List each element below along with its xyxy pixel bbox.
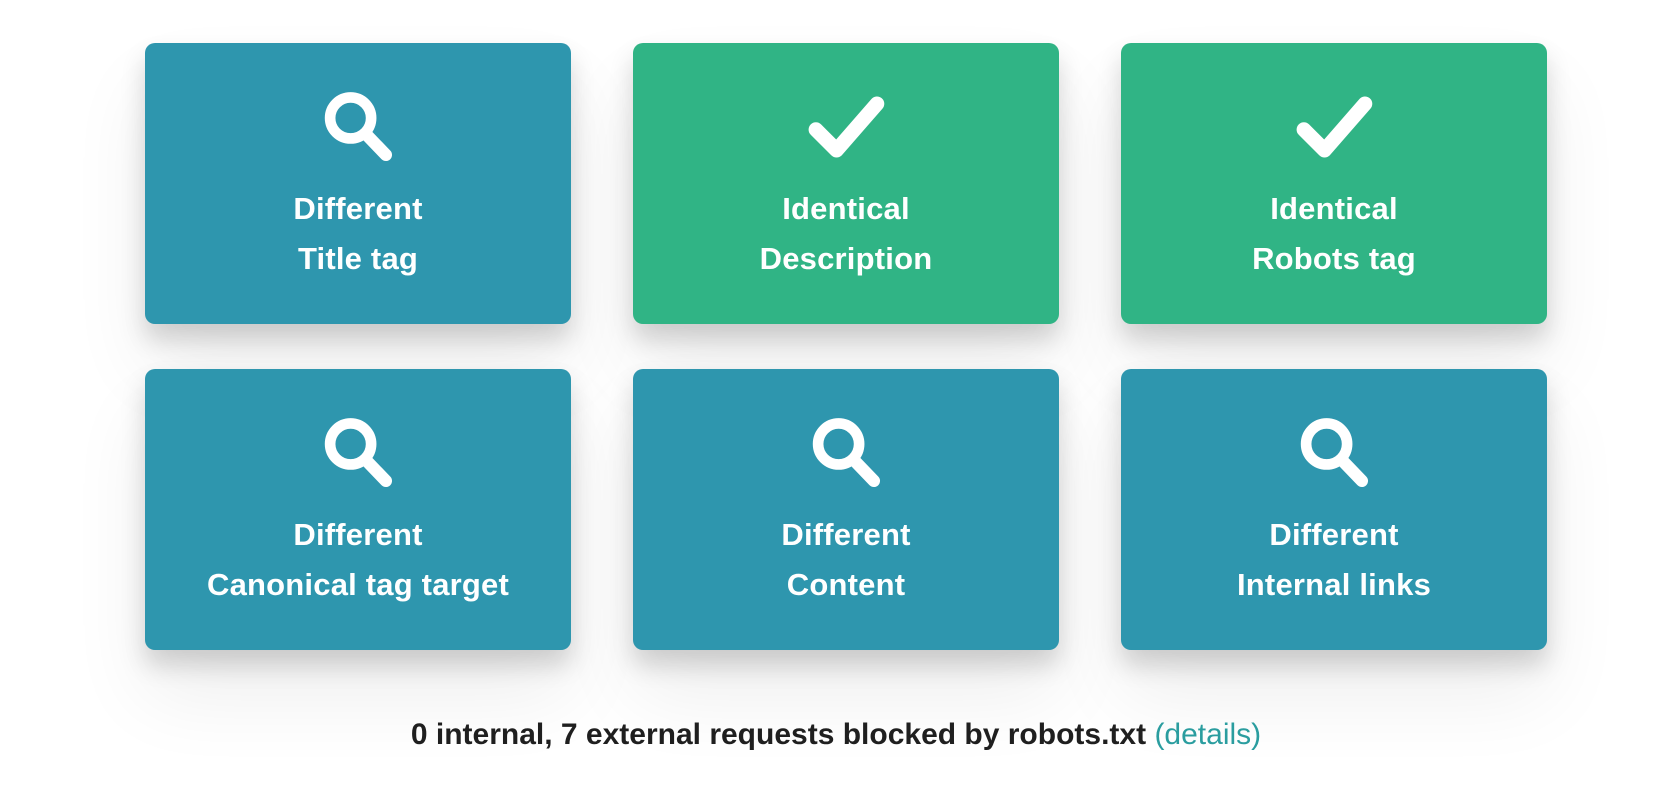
robots-blocked-text: 0 internal, 7 external requests blocked …: [410, 718, 1147, 751]
magnifier-icon: [315, 410, 401, 496]
magnifier-icon: [1291, 410, 1377, 496]
card-content[interactable]: Different Content: [633, 369, 1059, 650]
check-icon: [1291, 84, 1377, 170]
card-status-label: Different: [293, 516, 423, 552]
comparison-cards-grid: Different Title tag Identical Descriptio…: [145, 43, 1547, 650]
card-subject-label: Content: [786, 566, 906, 602]
card-subject-label: Title tag: [297, 240, 419, 276]
card-title-tag[interactable]: Different Title tag: [145, 43, 571, 324]
card-description[interactable]: Identical Description: [633, 43, 1059, 324]
card-canonical-tag-target[interactable]: Different Canonical tag target: [145, 369, 571, 650]
magnifier-icon: [803, 410, 889, 496]
card-status-label: Different: [781, 516, 911, 552]
card-robots-tag[interactable]: Identical Robots tag: [1121, 43, 1547, 324]
card-subject-label: Description: [759, 240, 933, 276]
card-status-label: Identical: [782, 190, 910, 226]
card-status-label: Different: [293, 190, 423, 226]
magnifier-icon: [315, 84, 401, 170]
card-status-label: Identical: [1270, 190, 1398, 226]
robots-blocked-status: 0 internal, 7 external requests blocked …: [0, 718, 1672, 752]
card-subject-label: Internal links: [1236, 566, 1432, 602]
card-status-label: Different: [1269, 516, 1399, 552]
card-subject-label: Robots tag: [1252, 240, 1416, 276]
details-link[interactable]: (details): [1154, 718, 1262, 751]
card-internal-links[interactable]: Different Internal links: [1121, 369, 1547, 650]
check-icon: [803, 84, 889, 170]
card-subject-label: Canonical tag target: [207, 566, 509, 602]
